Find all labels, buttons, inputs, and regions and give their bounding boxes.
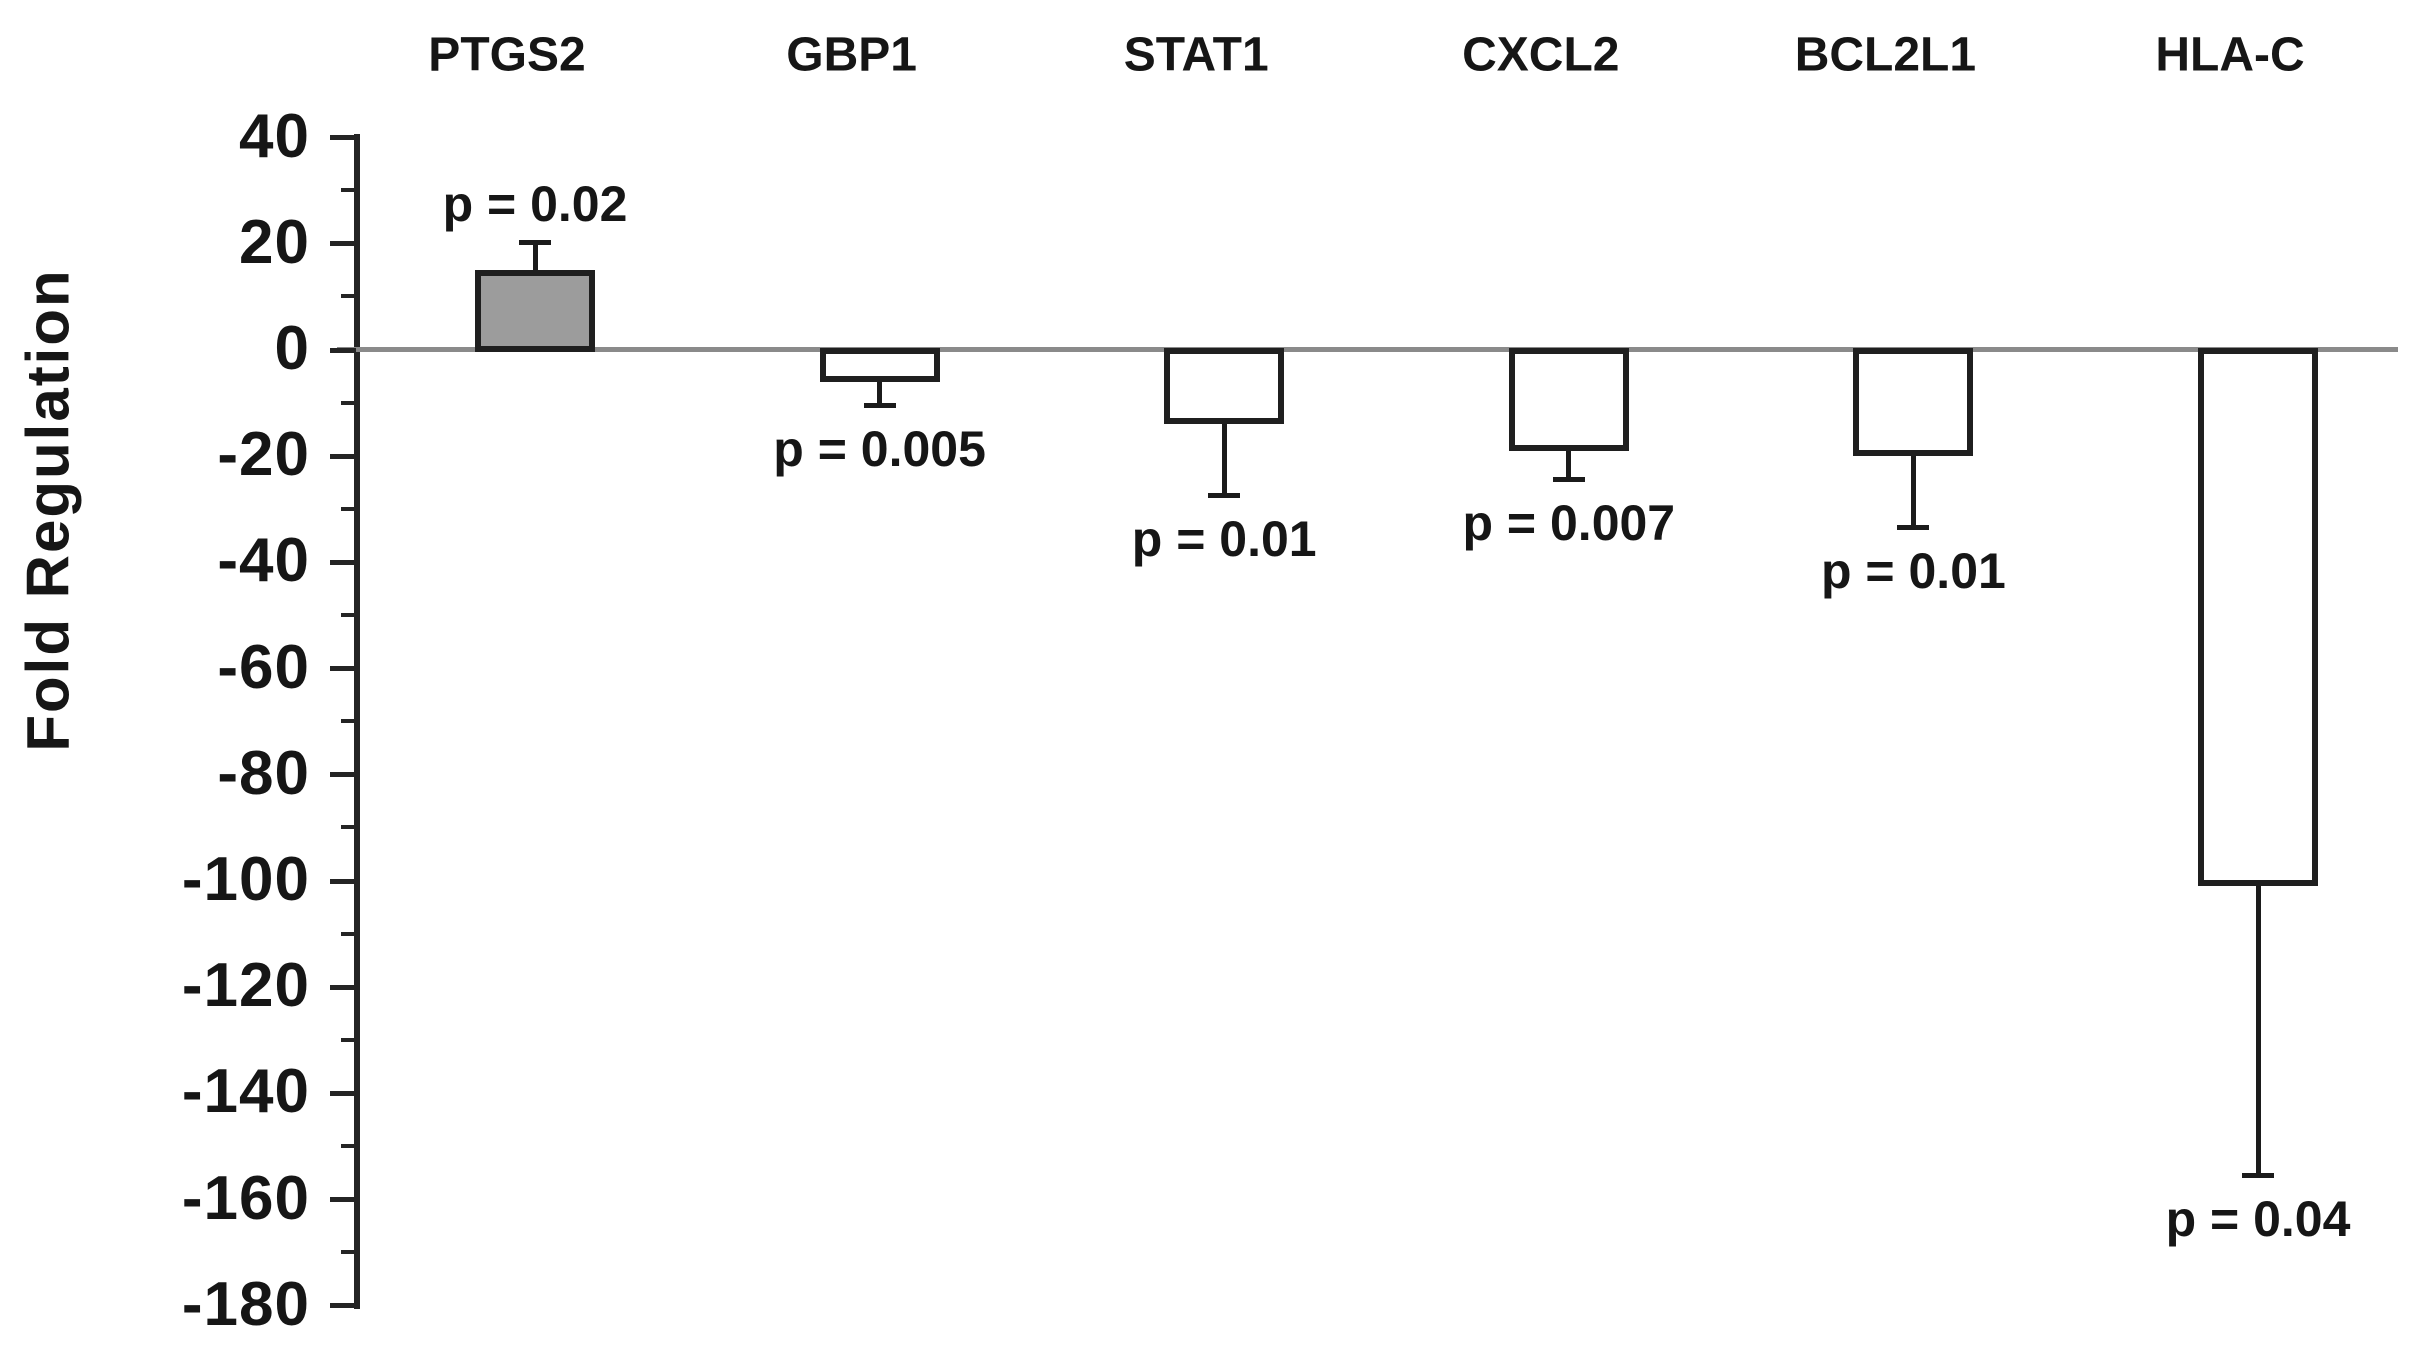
category-label-cxcl2: CXCL2 <box>1462 28 1620 82</box>
y-axis-line <box>354 134 360 1309</box>
bar-gbp1 <box>819 348 940 382</box>
category-label-ptgs2: PTGS2 <box>428 28 586 82</box>
bar-cxcl2 <box>1508 348 1629 451</box>
error-bar-cap <box>519 239 551 245</box>
y-axis-minor-tick <box>341 1037 356 1042</box>
y-axis-major-tick <box>330 1090 356 1096</box>
error-bar-cap <box>863 403 896 409</box>
y-axis-minor-tick <box>341 931 356 936</box>
error-bar-stem <box>1910 456 1916 526</box>
y-axis-title: Fold Regulation <box>14 268 82 752</box>
error-bar-stem <box>1221 424 1227 494</box>
y-axis-major-tick <box>330 878 356 884</box>
y-axis-tick-label: -80 <box>217 738 310 808</box>
bar-bcl2l1 <box>1853 348 1974 457</box>
y-axis-tick-label: 20 <box>239 207 310 277</box>
y-axis-tick-label: -120 <box>181 951 310 1021</box>
y-axis-major-tick <box>330 1197 356 1203</box>
category-label-hla-c: HLA-C <box>2155 28 2305 82</box>
p-value-label-gbp1: p = 0.005 <box>773 421 986 478</box>
y-axis-minor-tick <box>341 1250 356 1255</box>
category-label-bcl2l1: BCL2L1 <box>1794 28 1977 82</box>
y-axis-tick-label: 40 <box>239 101 310 171</box>
y-axis-tick-label: -180 <box>181 1269 310 1339</box>
error-bar-stem <box>1566 450 1572 478</box>
y-axis-major-tick <box>330 453 356 459</box>
y-axis-minor-tick <box>341 188 356 193</box>
y-axis-major-tick <box>330 559 356 565</box>
y-axis-tick-label: -160 <box>181 1163 310 1233</box>
y-axis-tick-label: -20 <box>217 420 310 490</box>
y-axis-tick-label: 0 <box>274 314 310 384</box>
bar-stat1 <box>1164 348 1285 425</box>
zero-baseline <box>337 347 2398 352</box>
error-bar-cap <box>1208 493 1241 499</box>
bar-ptgs2 <box>475 270 595 352</box>
error-bar-stem <box>877 381 883 404</box>
p-value-label-bcl2l1: p = 0.01 <box>1820 543 2006 600</box>
p-value-label-stat1: p = 0.01 <box>1131 511 1317 568</box>
p-value-label-hla-c: p = 0.04 <box>2165 1191 2351 1248</box>
y-axis-minor-tick <box>341 294 356 299</box>
y-axis-minor-tick <box>341 400 356 405</box>
y-axis-tick-label: -140 <box>181 1057 310 1127</box>
y-axis-major-tick <box>330 984 356 990</box>
y-axis-minor-tick <box>341 506 356 511</box>
error-bar-stem <box>2255 886 2261 1174</box>
y-axis-major-tick <box>330 666 356 672</box>
y-axis-major-tick <box>330 347 356 353</box>
y-axis-minor-tick <box>341 825 356 830</box>
y-axis-tick-label: -40 <box>217 526 310 596</box>
y-axis-tick-label: -100 <box>181 845 310 915</box>
y-axis-tick-label: -60 <box>217 632 310 702</box>
y-axis-minor-tick <box>341 613 356 617</box>
error-bar-cap <box>2242 1173 2274 1179</box>
y-axis-minor-tick <box>341 719 356 724</box>
p-value-label-cxcl2: p = 0.007 <box>1462 495 1676 552</box>
y-axis-major-tick <box>330 135 356 141</box>
p-value-label-ptgs2: p = 0.02 <box>442 175 628 232</box>
y-axis-minor-tick <box>341 1144 356 1148</box>
bar-hla-c <box>2198 348 2318 887</box>
error-bar-stem <box>532 243 538 271</box>
y-axis-major-tick <box>330 241 356 247</box>
y-axis-major-tick <box>330 1303 356 1309</box>
error-bar-cap <box>1552 477 1585 483</box>
error-bar-cap <box>1897 525 1930 531</box>
category-label-stat1: STAT1 <box>1123 28 1269 82</box>
category-label-gbp1: GBP1 <box>786 28 917 82</box>
y-axis-major-tick <box>330 772 356 778</box>
